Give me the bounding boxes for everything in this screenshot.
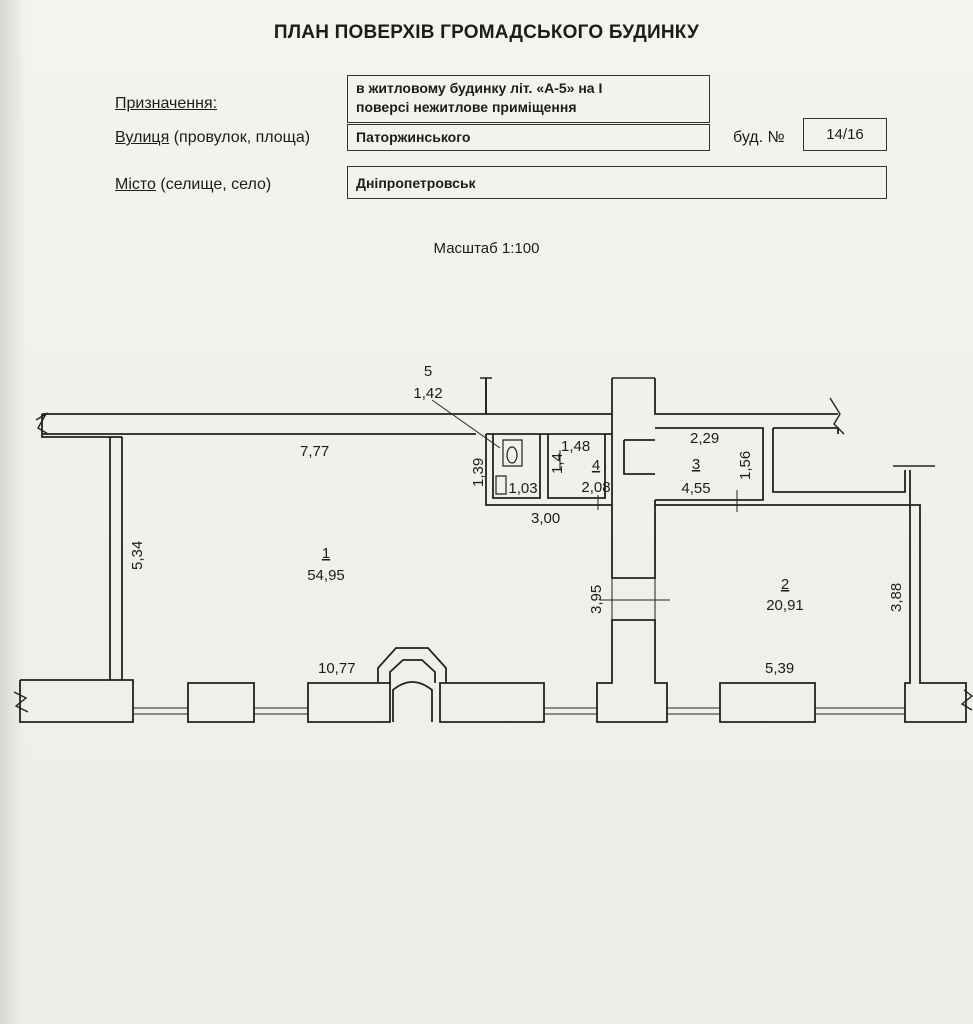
dim-1-48: 1,48: [561, 438, 590, 455]
leader-line: [431, 399, 501, 449]
building-number-field: 14/16: [803, 118, 887, 151]
toilet-bowl-icon: [506, 446, 518, 464]
room-4-number: 4: [592, 457, 600, 474]
wall-top-middle: [486, 378, 613, 415]
page-title: ПЛАН ПОВЕРХІВ ГРОМАДСЬКОГО БУДИНКУ: [273, 22, 700, 43]
niche: [623, 439, 655, 475]
dim-5-39: 5,39: [765, 660, 794, 677]
wc-block-outer: [485, 434, 612, 506]
toilet-icon: [502, 439, 523, 467]
building-number-value: 14/16: [826, 126, 864, 143]
window-lines: [133, 707, 905, 715]
wc-room-5: [492, 434, 541, 499]
room-3-walls: [655, 427, 764, 501]
walls: [13, 377, 973, 723]
room-3-number: 3: [692, 456, 700, 473]
sink-icon: [495, 475, 507, 495]
dim-3-95: 3,95: [588, 585, 605, 614]
break-left: [35, 412, 49, 435]
purpose-field: в житловому будинку літ. «А-5» на І пове…: [347, 75, 710, 123]
purpose-label: Призначення:: [115, 95, 217, 113]
purpose-label-text: Призначення:: [115, 95, 218, 112]
purpose-line-2: поверсі нежитлове приміщення: [356, 99, 577, 115]
pier-right: [904, 504, 967, 723]
wall-left-outer: [20, 434, 111, 681]
tick-marks: [559, 450, 738, 601]
dim-7-77: 7,77: [300, 443, 329, 460]
room-1-number: 1: [322, 545, 330, 562]
room-3-area: 4,55: [681, 480, 710, 497]
pier-1: [19, 679, 134, 723]
right-block: [772, 428, 906, 493]
street-label-rest: (провулок, площа): [169, 129, 311, 146]
room-5-area: 1,42: [413, 385, 442, 402]
break-bottom-right: [960, 689, 973, 711]
street-field: Паторжинського: [347, 124, 710, 151]
room-wc-area: 1,03: [508, 480, 537, 497]
city-field: Дніпропетровськ: [347, 166, 887, 199]
dim-1-56: 1,56: [737, 451, 754, 480]
pier-6: [719, 682, 816, 723]
room-5-number: 5: [424, 363, 432, 380]
door-arch: [392, 681, 433, 722]
break-bottom-left: [13, 691, 29, 713]
dim-2-29: 2,29: [690, 430, 719, 447]
city-label-underlined: Місто: [115, 176, 156, 193]
street-label-underlined: Вулиця: [115, 129, 170, 146]
page-fold-shadow: [0, 0, 26, 1024]
pier-3: [307, 682, 391, 723]
room-2-top-wall: [654, 500, 910, 506]
building-label: буд. №: [733, 129, 785, 146]
room-1-area: 54,95: [307, 567, 345, 584]
pier-4: [439, 682, 545, 723]
room-4-area: 2,08: [581, 479, 610, 496]
dim-3-00: 3,00: [531, 510, 560, 527]
porch-outer: [377, 647, 447, 683]
room-2-number: 2: [781, 576, 789, 593]
room-2-area: 20,91: [766, 597, 804, 614]
city-label: Місто (селище, село): [115, 176, 271, 194]
street-value: Паторжинського: [356, 129, 471, 145]
pier-2: [187, 682, 255, 723]
dim-10-77: 10,77: [318, 660, 356, 677]
central-wall: [611, 414, 656, 579]
city-label-rest: (селище, село): [155, 176, 272, 193]
break-right: [829, 397, 845, 435]
wall-top-right: [654, 378, 838, 415]
dim-3-88: 3,88: [888, 583, 905, 612]
scale-label: Масштаб 1:100: [433, 240, 540, 257]
wc-room-4: [547, 434, 606, 499]
pier-5: [596, 619, 668, 723]
porch-inner: [389, 659, 436, 683]
dim-5-34: 5,34: [129, 541, 146, 570]
purpose-line-1: в житловому будинку літ. «А-5» на І: [356, 80, 603, 96]
dim-1-4: 1,4: [549, 453, 566, 474]
dim-1-39: 1,39: [470, 458, 487, 487]
city-value: Дніпропетровськ: [356, 175, 476, 191]
right-block-top: [773, 427, 839, 434]
street-label: Вулиця (провулок, площа): [115, 129, 310, 147]
